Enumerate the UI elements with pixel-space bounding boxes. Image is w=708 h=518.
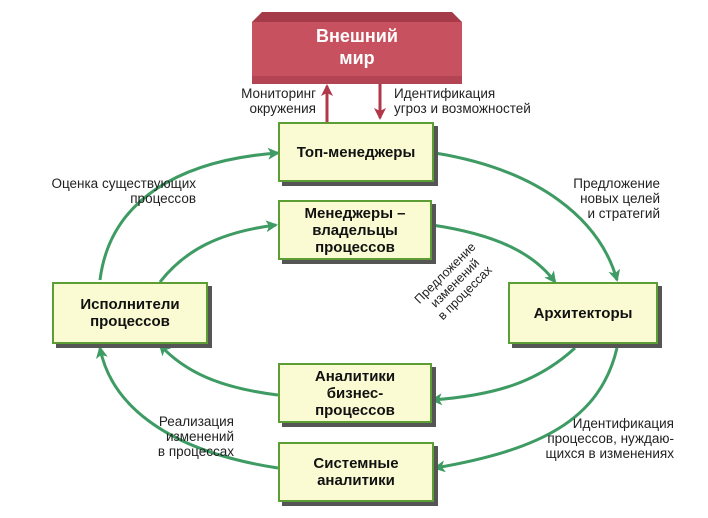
- process-executors-box: Исполнители процессов: [52, 282, 208, 344]
- system-analysts-box: Системные аналитики: [278, 442, 434, 502]
- arrow-architects-to-business-analysts: [430, 346, 577, 406]
- processes-identification-label: Идентификация процессов, нуждаю- щихся в…: [545, 416, 674, 461]
- process-owners-box: Менеджеры – владельцы процессов: [278, 200, 432, 260]
- goal-proposal-label: Предложение новых целей и стратегий: [573, 176, 660, 221]
- monitoring-label: Мониторинг окружения: [241, 86, 316, 116]
- arrow-business-analysts-to-executors: [158, 343, 279, 397]
- arrow-system-analysts-to-executors: [96, 346, 279, 470]
- arrow-architects-to-system-analysts: [433, 347, 619, 473]
- arrow-owners-to-architects: [431, 223, 557, 284]
- architects-box: Архитекторы: [508, 282, 658, 344]
- arrow-executors-to-owners: [158, 220, 278, 283]
- external-world-block: [252, 12, 462, 84]
- arrow-executors-to-top: [98, 147, 280, 281]
- arrow-top-to-architects: [434, 151, 621, 282]
- implementation-label: Реализация изменений в процессах: [157, 414, 234, 459]
- assessment-label: Оценка существующих процессов: [51, 176, 196, 206]
- external-world: Внешний мир: [316, 26, 398, 68]
- threat-identification-label: Идентификация угроз и возможностей: [394, 86, 531, 116]
- business-analysts-box: Аналитики бизнес- процессов: [278, 363, 432, 423]
- top-managers-box: Топ-менеджеры: [278, 122, 434, 182]
